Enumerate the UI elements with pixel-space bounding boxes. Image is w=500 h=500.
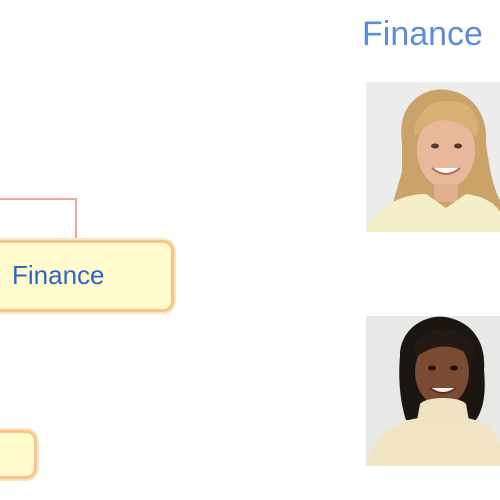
person-portrait-icon [366, 82, 500, 232]
person-photo [366, 316, 500, 466]
org-node-finance[interactable]: Finance [0, 240, 174, 312]
section-title: Finance [362, 15, 483, 53]
org-node-label: Finance [12, 260, 105, 290]
person-photo [366, 82, 500, 232]
person-portrait-icon [366, 316, 500, 466]
org-node-lower[interactable] [0, 430, 37, 479]
